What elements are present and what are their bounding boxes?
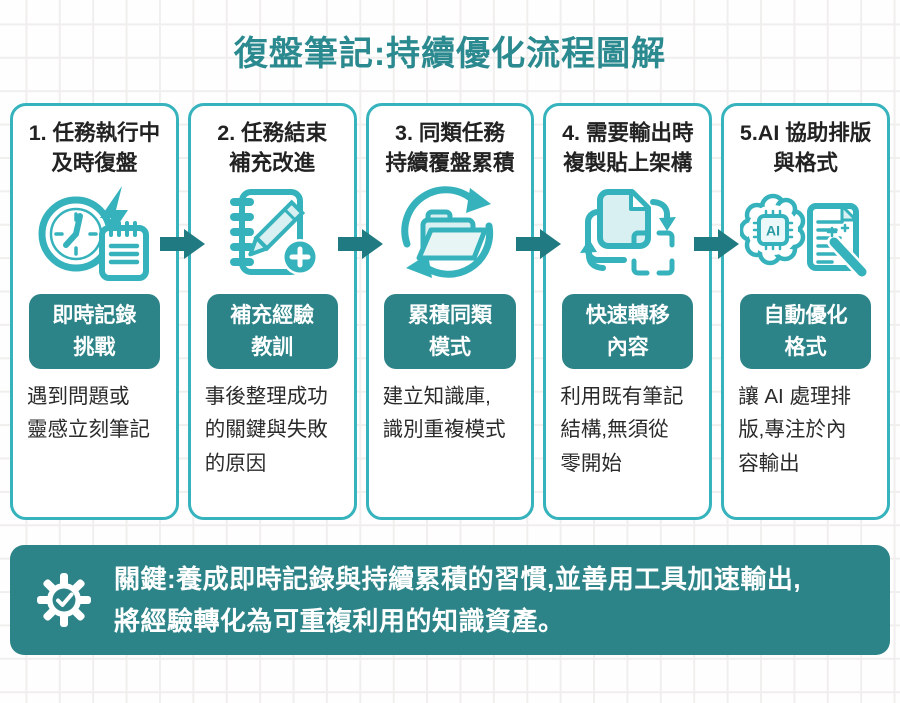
flow-arrow-icon <box>694 227 740 263</box>
step-card-4: 4. 需要輸出時 複製貼上架構 快速轉移 內容 利用既有筆記 結構,無 <box>543 103 713 520</box>
step-description: 讓 AI 處理排 版,專注於內 容輸出 <box>738 385 851 475</box>
ai-brain-document-icon: AI <box>739 182 872 286</box>
step-card-3: 3. 同類任務 持續覆盤累積 累積同類 模式 建立知識庫, 識別重複模式 <box>365 103 535 520</box>
step-card-2: 2. 任務結束 補充改進 <box>187 103 357 520</box>
notebook-pencil-plus-icon <box>212 182 332 286</box>
clock-lightning-notepad-icon <box>34 182 154 286</box>
step-heading: 4. 需要輸出時 複製貼上架構 <box>562 121 694 176</box>
step-badge: 即時記錄 挑戰 <box>28 294 161 370</box>
step-description: 利用既有筆記 結構,無須從 零開始 <box>560 385 684 475</box>
step-description: 建立知識庫, 識別重複模式 <box>382 385 506 442</box>
step-description: 遇到問題或 靈感立刻筆記 <box>27 385 150 442</box>
copy-paste-icon <box>568 182 688 286</box>
step-heading: 1. 任務執行中 及時復盤 <box>28 121 161 176</box>
key-takeaway-text: 關鍵:養成即時記錄與持續累積的習慣,並善用工具加速輸出, 將經驗轉化為可重複利用… <box>114 563 802 636</box>
step-card-1: 1. 任務執行中 及時復盤 即時記錄 挑戰 遇到問題或 靈感立刻筆記 <box>10 103 179 520</box>
ai-chip-label: AI <box>766 223 780 239</box>
flow-arrow-icon <box>338 227 384 263</box>
step-heading: 2. 任務結束 補充改進 <box>217 121 328 176</box>
step-heading: 5.AI 協助排版 與格式 <box>739 121 872 176</box>
process-steps-row: 1. 任務執行中 及時復盤 即時記錄 挑戰 遇到問題或 靈感立刻筆記 <box>10 103 890 520</box>
step-badge: 快速轉移 內容 <box>562 294 694 370</box>
step-heading: 3. 同類任務 持續覆盤累積 <box>385 121 515 176</box>
step-badge: 自動優化 格式 <box>739 294 872 370</box>
flow-arrow-icon <box>160 227 206 263</box>
flow-arrow-icon <box>516 227 562 263</box>
page-title: 復盤筆記:持續優化流程圖解 <box>233 35 667 73</box>
step-badge: 補充經驗 教訓 <box>206 294 338 370</box>
gear-check-icon <box>34 570 94 630</box>
step-badge: 累積同類 模式 <box>384 294 516 370</box>
step-description: 事後整理成功 的關鍵與失敗 的原因 <box>204 385 328 475</box>
key-takeaway-banner: 關鍵:養成即時記錄與持續累積的習慣,並善用工具加速輸出, 將經驗轉化為可重複利用… <box>10 545 890 655</box>
folder-sync-icon <box>390 182 510 286</box>
step-card-5: 5.AI 協助排版 與格式 <box>721 103 890 520</box>
